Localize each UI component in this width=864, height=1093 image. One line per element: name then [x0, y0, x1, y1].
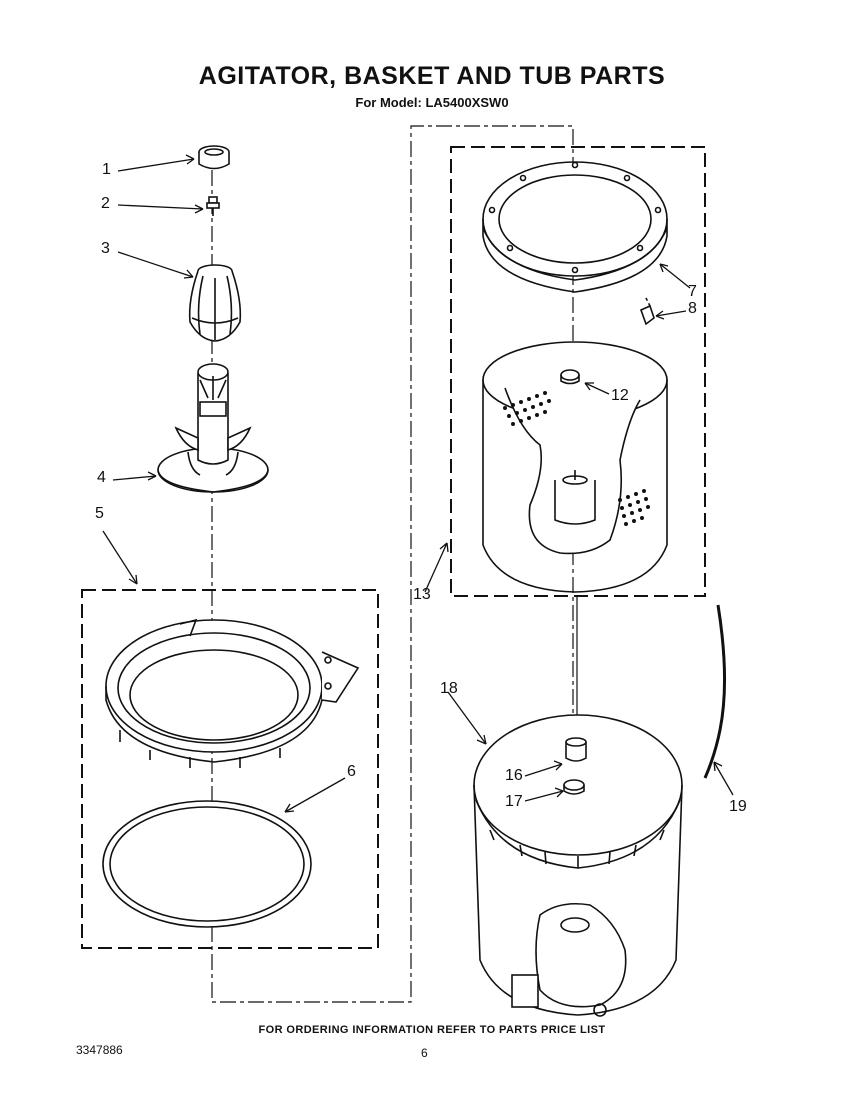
callout-5: 5: [95, 505, 104, 522]
callout-1: 1: [102, 161, 111, 178]
leader-lines: [102, 154, 734, 813]
callout-18: 18: [440, 680, 458, 697]
group-13-box: [450, 146, 706, 597]
page-number: 6: [421, 1046, 428, 1060]
callout-12: 12: [611, 387, 629, 404]
agitator-barrel-part: [188, 264, 242, 342]
callout-8: 8: [688, 300, 697, 317]
basket-nut-part: [560, 369, 580, 385]
tub-strip-part: [703, 604, 727, 779]
callout-16: 16: [505, 767, 523, 784]
model-subtitle: For Model: LA5400XSW0: [355, 95, 509, 110]
callout-2: 2: [101, 195, 110, 212]
callout-3: 3: [101, 240, 110, 257]
callout-4: 4: [97, 469, 106, 486]
callout-13: 13: [413, 586, 431, 603]
tub-ring-seal-part: [102, 800, 312, 928]
callout-17: 17: [505, 793, 523, 810]
callout-19: 19: [729, 798, 747, 815]
group-5-box: [81, 589, 379, 949]
agitator-bolt-part: [206, 196, 220, 216]
balance-ring-part: [482, 161, 668, 293]
tub-ring-part: [105, 618, 360, 768]
drive-hub-part: [565, 737, 587, 762]
callout-6: 6: [347, 763, 356, 780]
document-number: 3347886: [76, 1043, 123, 1057]
tub-seal-part: [563, 779, 585, 795]
balance-ring-screw-part: [639, 295, 655, 326]
callout-7: 7: [688, 283, 697, 300]
basket-holes: [503, 391, 650, 526]
agitator-cap-part: [198, 145, 230, 170]
page-title: AGITATOR, BASKET AND TUB PARTS: [198, 62, 666, 90]
agitator-base-part: [157, 363, 269, 493]
ordering-note: FOR ORDERING INFORMATION REFER TO PARTS …: [258, 1024, 606, 1036]
